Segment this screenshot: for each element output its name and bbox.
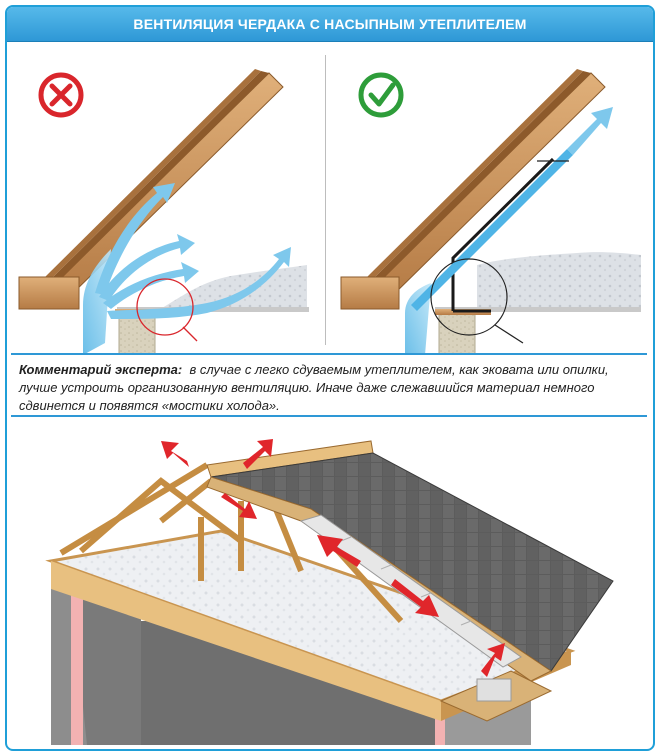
problem-callout: [136, 278, 198, 342]
attic-cutaway-panel: [11, 421, 647, 745]
ventilation-channel: [451, 157, 555, 311]
roof-covering: [47, 71, 269, 285]
airflow-arrow-1: [95, 183, 175, 295]
page-title: ВЕНТИЛЯЦИЯ ЧЕРДАКА С НАСЫПНЫМ УТЕПЛИТЕЛЕ…: [7, 7, 653, 42]
insulation-layer: [477, 252, 641, 311]
attic-cutaway-illustration: [45, 439, 614, 745]
exhaust-arrow-6: [481, 643, 505, 677]
check-icon: [358, 72, 404, 118]
airflow-arrow-3: [103, 262, 199, 309]
cross-icon: [38, 72, 84, 118]
airflow-channel: [411, 149, 573, 311]
panel-divider: [325, 55, 326, 345]
exhaust-arrows: [161, 439, 505, 677]
roof-battens: [43, 69, 261, 281]
duct-callout: [430, 160, 569, 344]
exhaust-arrow-2: [243, 439, 273, 469]
exhaust-arrow-1: [161, 441, 189, 467]
wrong-example: [18, 69, 309, 355]
correct-example: [340, 69, 641, 355]
airflow-arrow-2: [99, 234, 195, 301]
comment-text: в случае с легко сдуваемым утеплителем, …: [19, 362, 609, 413]
exhaust-arrow-3: [221, 493, 257, 519]
comment-label: Комментарий эксперта:: [19, 362, 183, 377]
exhaust-arrow-4: [317, 535, 361, 567]
expert-comment: Комментарий эксперта: в случае с легко с…: [11, 353, 647, 417]
exhaust-arrow-5: [391, 579, 439, 617]
comparison-panel: [7, 43, 653, 355]
airflow-arrow-4: [107, 247, 291, 319]
comparison-illustration: [18, 69, 641, 355]
airflow-outlet: [567, 107, 613, 155]
vent-channel: [299, 514, 522, 668]
eave-board: [340, 276, 400, 310]
infographic-frame: ВЕНТИЛЯЦИЯ ЧЕРДАКА С НАСЫПНЫМ УТЕПЛИТЕЛЕ…: [5, 5, 655, 751]
roof-covering: [369, 71, 591, 285]
eave-board: [18, 276, 80, 310]
